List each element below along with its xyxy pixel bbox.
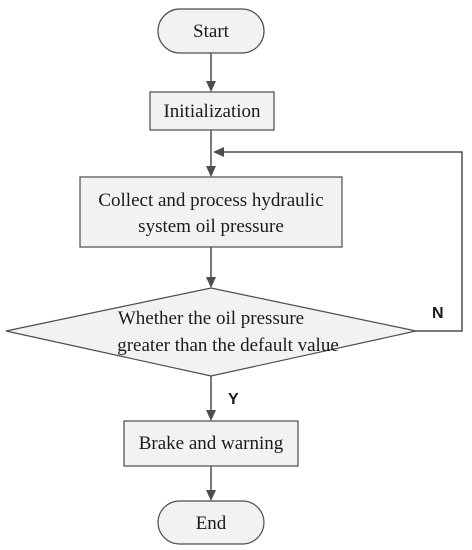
action-node: Brake and warning: [123, 420, 299, 467]
end-label: End: [196, 513, 227, 534]
arrowhead-collect: [206, 166, 216, 177]
start-node: Start: [157, 8, 265, 54]
connectors: [206, 53, 463, 501]
arrowhead-init: [206, 81, 216, 92]
collect-label-line-2: system oil pressure: [138, 216, 284, 237]
decision-label-line-2: greater than the default value: [117, 335, 339, 356]
start-terminator: [157, 8, 265, 54]
end-node: End: [157, 500, 265, 545]
start-label: Start: [193, 21, 230, 42]
decision-node: Whether the oil pressure greater than th…: [5, 287, 417, 377]
decision-label-line-1: Whether the oil pressure: [118, 308, 304, 329]
arrowhead-loop: [213, 147, 224, 157]
connector-no-loop: [222, 151, 463, 332]
yes-branch-label: Y: [228, 391, 239, 408]
collect-label-line-1: Collect and process hydraulic: [98, 190, 323, 211]
no-branch-label: N: [432, 305, 444, 322]
collect-node: Collect and process hydraulic system oil…: [79, 176, 343, 248]
action-label: Brake and warning: [139, 433, 284, 454]
action-box: [123, 420, 299, 467]
init-box: [149, 91, 275, 131]
init-label: Initialization: [163, 101, 261, 122]
arrowhead-action: [206, 410, 216, 421]
collect-box: [79, 176, 343, 248]
decision-diamond: [5, 287, 417, 377]
end-terminator: [157, 500, 265, 545]
arrowhead-decision: [206, 277, 216, 288]
init-node: Initialization: [149, 91, 275, 131]
arrowhead-end: [206, 490, 216, 501]
